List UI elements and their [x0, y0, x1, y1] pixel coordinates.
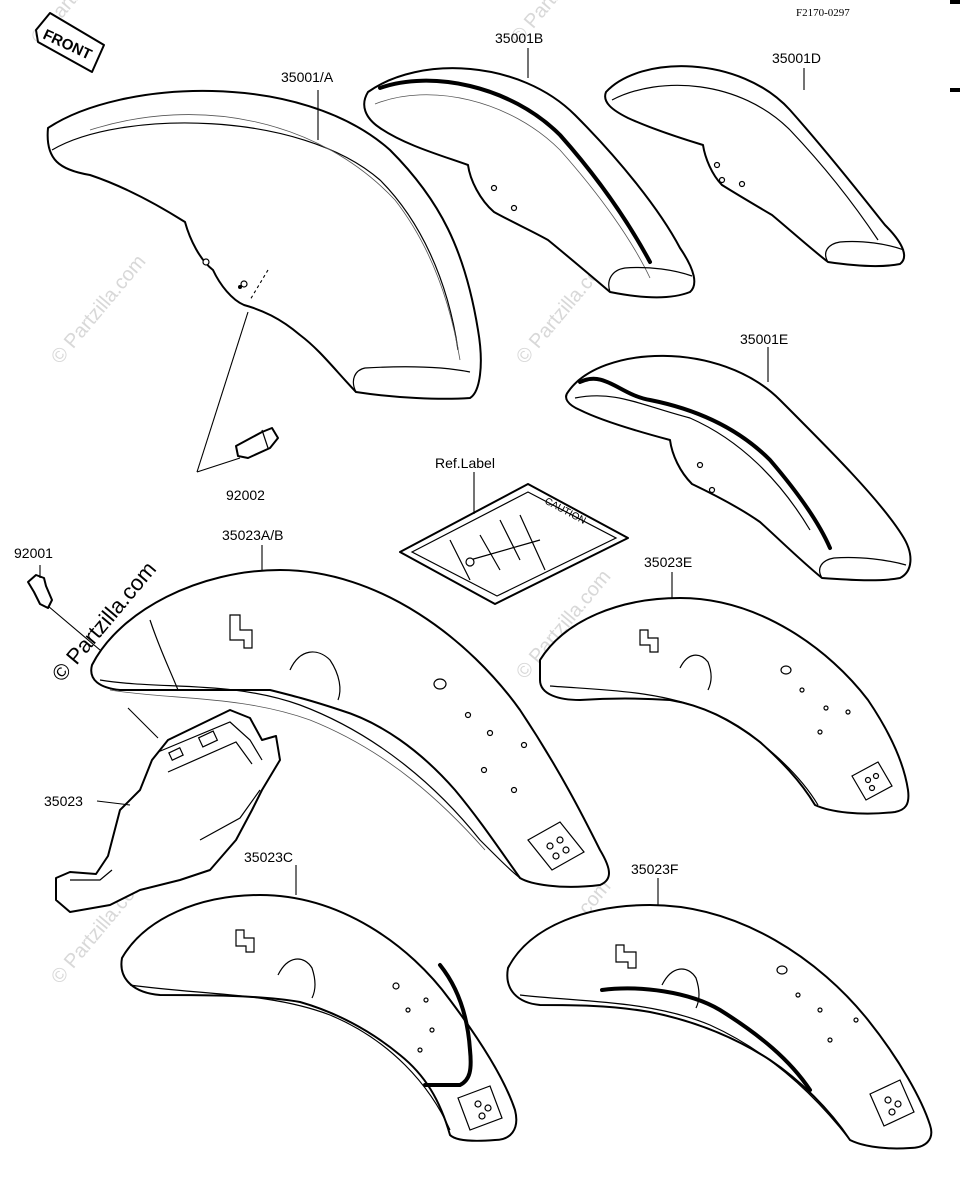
- margin-mark-2: [950, 88, 960, 92]
- diagram-code: F2170-0297: [796, 7, 850, 19]
- fender-35001E: [565, 354, 912, 582]
- label-35001E: 35001E: [740, 331, 788, 347]
- label-35023: 35023: [44, 793, 83, 809]
- inner-cover-35023: [55, 709, 281, 913]
- bolt-92001: [27, 574, 101, 651]
- fender-35001B: [363, 67, 696, 299]
- label-35023F: 35023F: [631, 861, 678, 877]
- label-35001B: 35001B: [495, 30, 543, 46]
- fender-35023AB: [90, 569, 610, 888]
- front-arrow: FRONT: [35, 12, 105, 73]
- label-35023E: 35023E: [644, 554, 692, 570]
- label-35023AB: 35023A/B: [222, 527, 284, 543]
- fender-35023C: [120, 894, 518, 1142]
- label-35001D: 35001D: [772, 50, 821, 66]
- fender-35001A: [46, 90, 482, 400]
- leader-lines: [39, 48, 805, 905]
- fender-35023F: [506, 904, 933, 1150]
- watermark-1: © Partzilla.com: [47, 251, 150, 368]
- fender-35001D: [604, 65, 906, 268]
- label-ref-label: Ref.Label: [435, 455, 495, 471]
- bolt-92002: [196, 269, 279, 473]
- label-35023C: 35023C: [244, 849, 293, 865]
- margin-mark-top: [950, 0, 960, 4]
- label-92001: 92001: [14, 545, 53, 561]
- label-35001A: 35001/A: [281, 69, 334, 85]
- part-labels: 35001/A 35001B 35001D 35001E Ref.Label 9…: [14, 30, 821, 877]
- fender-35023E: [539, 597, 910, 815]
- label-92002: 92002: [226, 487, 265, 503]
